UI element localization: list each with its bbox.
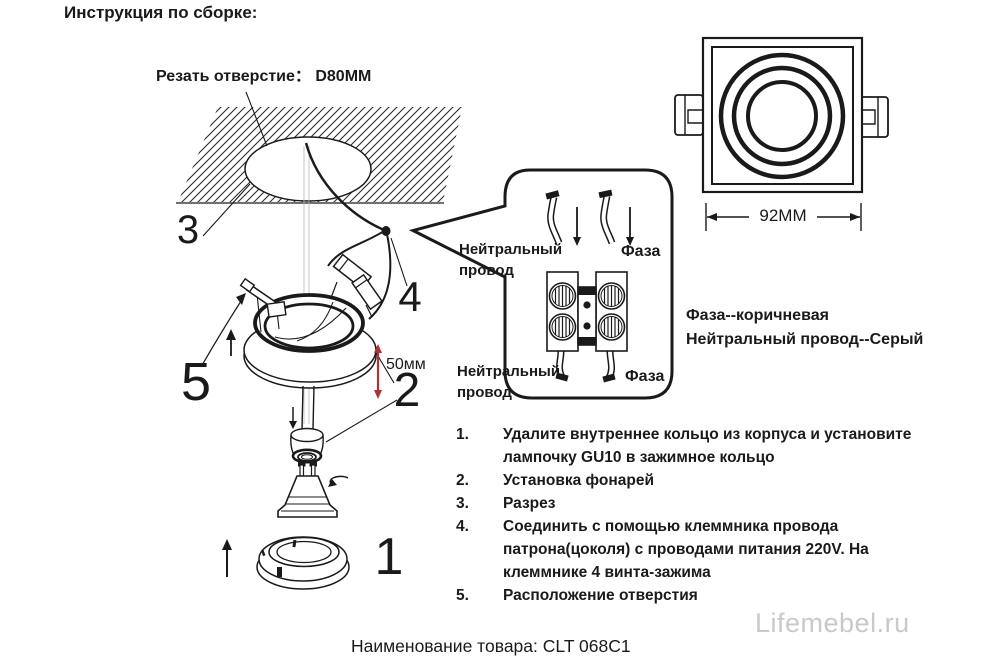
gu10-bulb-drawing <box>277 427 349 518</box>
step-text: Расположение отверстия <box>503 587 698 604</box>
fixture-body-drawing <box>200 277 398 443</box>
step-item-3: 3. Разрез <box>456 492 942 515</box>
step-item-4: 4. Соединить с помощью клеммника провода… <box>456 515 942 584</box>
step-number: 4. <box>456 518 469 535</box>
step-item-1: 1. Удалите внутреннее кольцо из корпуса … <box>456 423 942 469</box>
wire-color-note-neutral: Нейтральный провод--Серый <box>686 331 924 348</box>
step-number: 3. <box>456 495 469 512</box>
phase-wire-label-top: Фаза <box>621 243 661 260</box>
part-number-3: 3 <box>176 208 200 252</box>
part-number-5: 5 <box>180 352 212 412</box>
step-text: Соединить с помощью клеммника провода па… <box>503 518 869 581</box>
ceiling-section-drawing <box>176 91 462 237</box>
width-dimension-label: 92MM <box>759 206 807 225</box>
depth-label: 50мм <box>386 356 426 373</box>
wire-color-note-phase: Фаза--коричневая <box>686 307 829 324</box>
fixture-front-view-drawing <box>674 36 889 194</box>
step-item-5: 5. Расположение отверстия <box>456 584 942 607</box>
step-text: Разрез <box>503 495 556 512</box>
part-number-4: 4 <box>398 273 422 320</box>
part-number-2: 2 <box>393 364 421 417</box>
step-item-2: 2. Установка фонарей <box>456 469 942 492</box>
part-number-1: 1 <box>374 528 404 586</box>
terminal-block-drawing <box>546 271 628 352</box>
neutral-wire-label-bottom: Нейтральный провод <box>457 363 561 401</box>
page-title: Инструкция по сборке: <box>64 3 258 22</box>
neutral-wire-label-top: Нейтральный провод <box>459 241 563 279</box>
assembly-steps-list: 1. Удалите внутреннее кольцо из корпуса … <box>456 423 942 607</box>
watermark: Lifemebel.ru <box>755 608 910 638</box>
step-text: Установка фонарей <box>503 472 654 489</box>
step-number: 5. <box>456 587 469 604</box>
step-text: Удалите внутреннее кольцо из корпуса и у… <box>503 426 912 466</box>
center-axis-line <box>303 146 310 424</box>
mounting-ring-drawing <box>222 536 350 590</box>
cut-hole-label: Резать отверстие： D80MM <box>156 68 372 85</box>
phase-wire-label-bottom: Фаза <box>625 368 665 385</box>
depth-arrow <box>374 344 382 399</box>
step-number: 1. <box>456 426 469 443</box>
product-name-label: Наименование товара: CLT 068C1 <box>351 636 631 656</box>
step-number: 2. <box>456 472 469 489</box>
